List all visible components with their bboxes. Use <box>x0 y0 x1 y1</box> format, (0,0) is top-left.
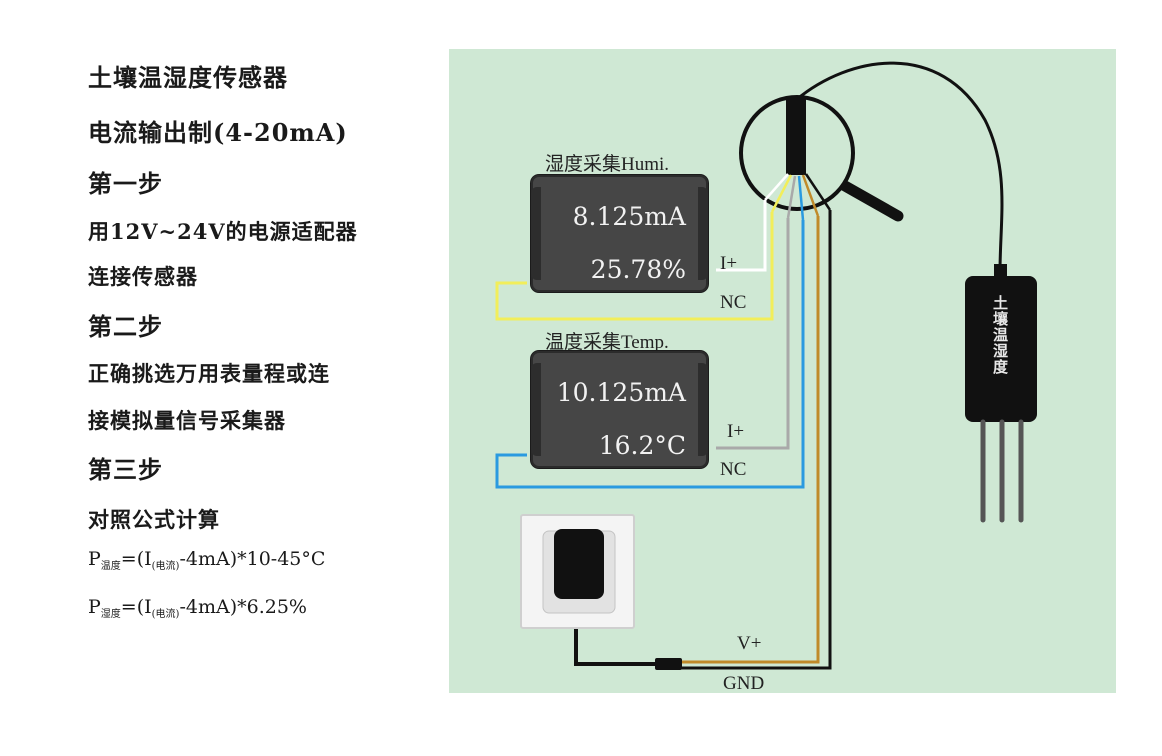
meter-humi-current: 8.125mA <box>572 202 686 231</box>
sensor-title: 土壤温湿度传感器 <box>88 63 288 92</box>
meter-humidity: 8.125mA 25.78% <box>531 175 708 292</box>
step2-line1: 正确挑选万用表量程或连 <box>88 361 330 386</box>
meter-temp-caption: 温度采集Temp. <box>545 332 669 353</box>
sensor-cable-collar <box>994 264 1007 278</box>
step1-line2: 连接传感器 <box>88 264 198 289</box>
wire-gray-temp-iplus <box>716 218 790 450</box>
wire-black-gnd <box>680 210 832 670</box>
wire-white-humi-iplus <box>716 200 767 272</box>
formula-temperature: P温度=(I(电流)-4mA)*10-45°C <box>88 548 326 572</box>
meter-temp-current: 10.125mA <box>556 378 686 407</box>
cable-sheath <box>786 97 806 175</box>
sensor-label: 土壤温湿度 <box>991 295 1009 375</box>
step3-line1: 对照公式计算 <box>88 507 220 532</box>
step1-heading: 第一步 <box>88 169 163 198</box>
formula-humidity: P湿度=(I(电流)-4mA)*6.25% <box>88 596 307 620</box>
sensor-cable <box>795 61 1004 273</box>
wire-brown-vplus <box>680 216 820 664</box>
step1-line1: 用12V~24V的电源适配器 <box>88 219 358 244</box>
meter-humi-caption: 湿度采集Humi. <box>545 154 670 175</box>
wire-blue-fan <box>797 175 805 221</box>
humi-iplus-label: I+ <box>720 253 738 274</box>
step2-heading: 第二步 <box>88 312 163 341</box>
temp-iplus-label: I+ <box>727 421 745 442</box>
dc-plug <box>655 658 682 670</box>
humi-nc-label: NC <box>720 292 747 313</box>
gnd-label: GND <box>723 673 765 694</box>
wire-brown-fan <box>801 174 820 217</box>
wire-yellow-humi-nc <box>495 212 774 321</box>
meter-temp-reading: 16.2°C <box>598 431 686 460</box>
soil-sensor-body <box>965 276 1037 422</box>
temp-nc-label: NC <box>720 459 747 480</box>
vplus-label: V+ <box>737 633 762 654</box>
wire-yellow-fan <box>770 174 793 213</box>
step3-heading: 第三步 <box>88 455 163 484</box>
wire-black-fan <box>804 173 832 211</box>
wire-gray-fan <box>786 175 797 219</box>
wire-blue-temp-nc <box>495 220 805 489</box>
step2-line2: 接模拟量信号采集器 <box>88 408 286 433</box>
meter-temperature: 10.125mA 16.2°C <box>531 351 708 468</box>
wire-white-fan <box>764 173 789 201</box>
output-type: 电流输出制(4-20mA) <box>88 118 348 147</box>
power-adapter <box>554 529 604 599</box>
magnifier-handle <box>832 176 904 222</box>
meter-humi-reading: 25.78% <box>590 255 686 284</box>
